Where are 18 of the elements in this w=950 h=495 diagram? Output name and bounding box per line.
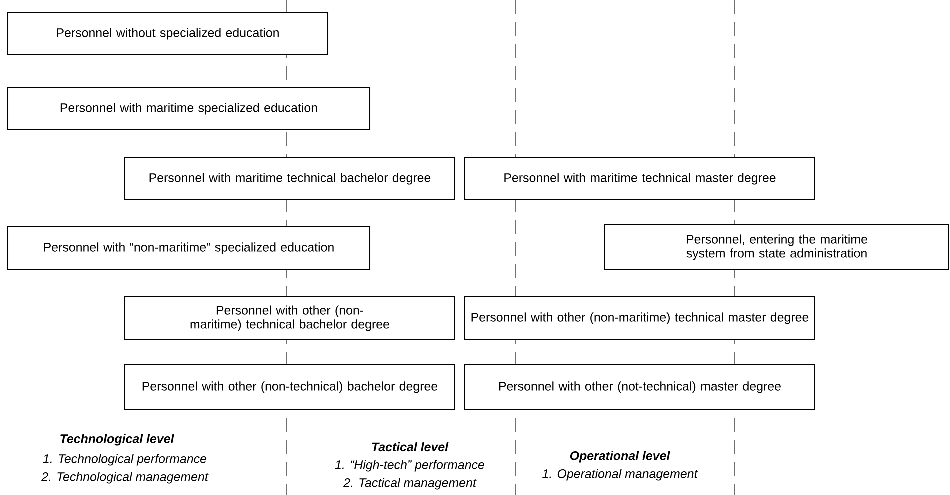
list-item: 2. Tactical management [342, 477, 478, 491]
text-box: Personnel, entering the maritime system from state administration [604, 224, 950, 270]
text-box: Personnel without specialized education [8, 12, 328, 56]
list-item: 1. “High-tech” performance [334, 459, 486, 473]
level-heading: Technological level [58, 433, 176, 447]
text-box: Personnel with other (not-technical) master degree [464, 364, 816, 410]
list-item: 1. Operational management [541, 468, 699, 482]
level-heading: Operational level [568, 450, 672, 464]
list-item: 1. Technological performance [42, 453, 208, 467]
text-box: Personnel with maritime technical bachelor degree [124, 158, 456, 200]
level-heading: Tactical level [370, 441, 450, 453]
text-box: Personnel with other (non-technical) bachelor degree [124, 364, 456, 410]
text-box: Personnel with “non-maritime” specialized education [8, 226, 370, 270]
text-box: Personnel with maritime technical master degree [464, 158, 816, 200]
text-box: Personnel with other (non-maritime) technical bachelor degree [124, 296, 456, 340]
list-item: 2. Technological management [40, 471, 210, 485]
text-box: Personnel with other (non-maritime) technical master degree [464, 296, 816, 340]
text-box: Personnel with maritime specialized education [8, 88, 370, 130]
